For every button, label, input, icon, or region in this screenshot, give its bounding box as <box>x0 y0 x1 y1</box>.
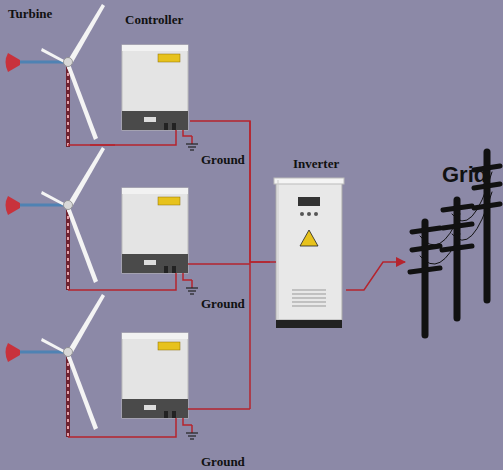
component-node: Inverter <box>270 156 346 330</box>
power-wire <box>90 144 115 146</box>
ground-label: Ground <box>201 454 245 470</box>
power-wire <box>346 262 405 290</box>
component-node: Controller <box>115 10 190 148</box>
power-wire <box>190 121 270 262</box>
component-node: Grid <box>405 160 500 340</box>
component-node: Turbine <box>5 4 90 146</box>
component-label: Grid <box>442 162 487 188</box>
ground-label: Ground <box>201 296 245 312</box>
component-label: Controller <box>125 12 183 28</box>
ground-label: Ground <box>201 152 245 168</box>
component-label: Turbine <box>8 6 52 22</box>
component-label: Inverter <box>293 156 339 172</box>
